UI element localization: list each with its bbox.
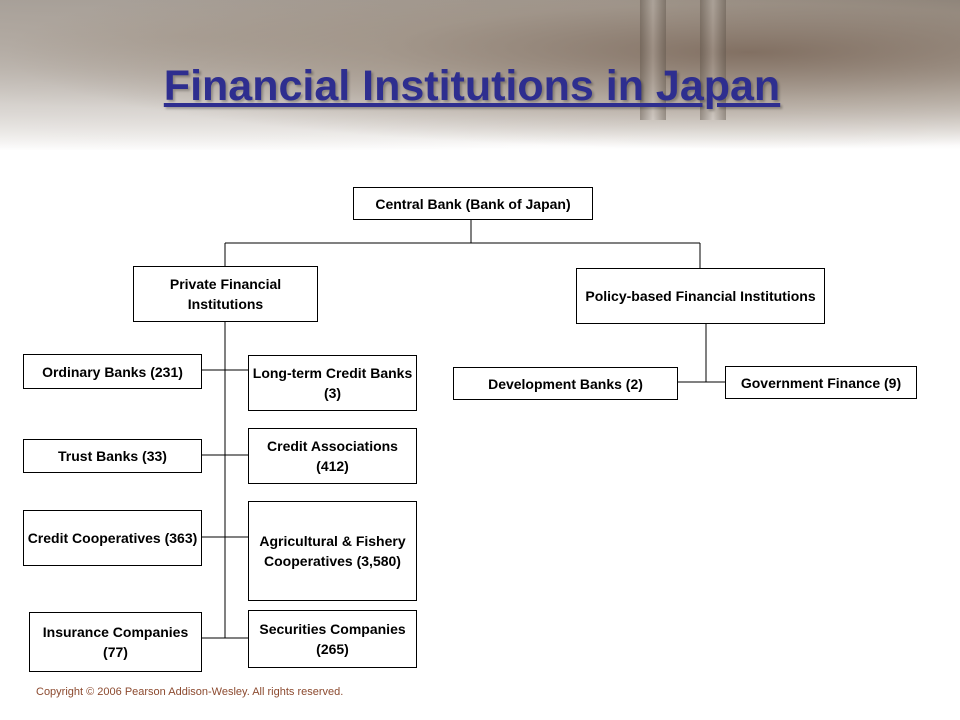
banner-column-decoration [700,0,726,120]
trust-banks-box: Trust Banks (33) [23,439,202,473]
page-title: Financial Institutions in Japan [163,62,781,110]
central-bank-box: Central Bank (Bank of Japan) [353,187,593,220]
insurance-companies-box: Insurance Companies (77) [29,612,202,672]
banner-column-decoration [640,0,666,120]
header-banner-image [0,0,960,150]
securities-companies-box: Securities Companies (265) [248,610,417,668]
policy-based-financial-institutions-box: Policy-based Financial Institutions [576,268,825,324]
ordinary-banks-box: Ordinary Banks (231) [23,354,202,389]
government-finance-box: Government Finance (9) [725,366,917,399]
development-banks-box: Development Banks (2) [453,367,678,400]
copyright-notice: Copyright © 2006 Pearson Addison-Wesley.… [36,686,344,698]
credit-associations-box: Credit Associations (412) [248,428,417,484]
long-term-credit-banks-box: Long-term Credit Banks (3) [248,355,417,411]
agricultural-fishery-cooperatives-box: Agricultural & Fishery Cooperatives (3,5… [248,501,417,601]
private-financial-institutions-box: Private Financial Institutions [133,266,318,322]
credit-cooperatives-box: Credit Cooperatives (363) [23,510,202,566]
